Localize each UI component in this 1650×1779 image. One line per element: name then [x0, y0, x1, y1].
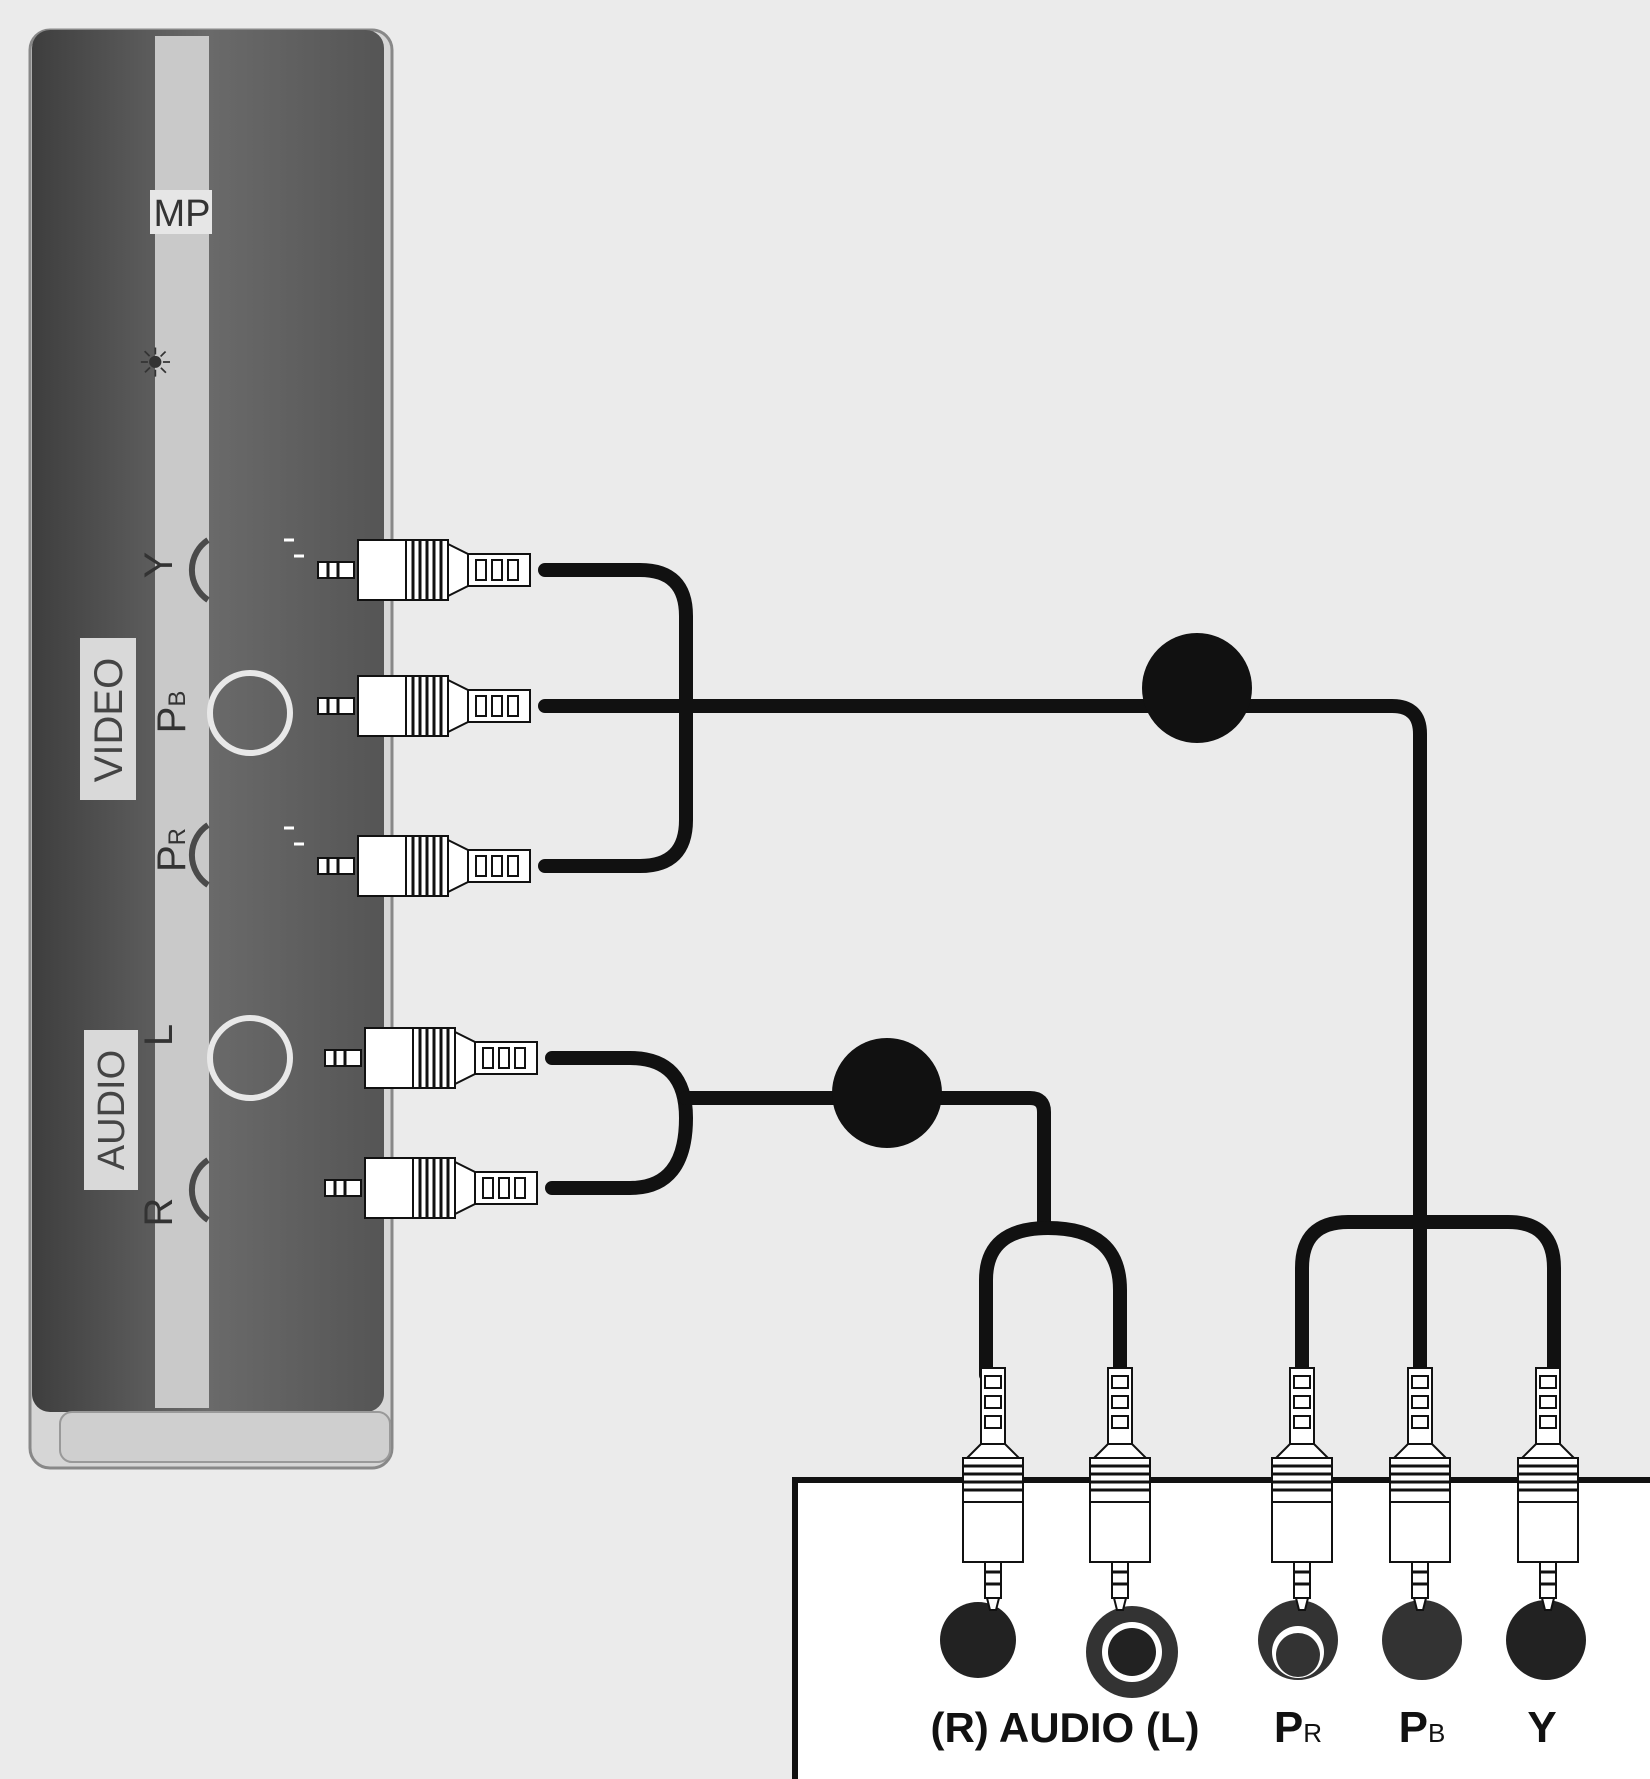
- source-jack-pb[interactable]: [1382, 1600, 1462, 1680]
- jack-label-pr: PR: [150, 828, 194, 872]
- jack-l-socket[interactable]: [207, 1015, 293, 1101]
- audio-cable-junction: [832, 1038, 942, 1148]
- jack-label-r: R: [137, 1198, 181, 1227]
- jack-label-l: L: [137, 1024, 181, 1046]
- source-pb-label: PB: [1399, 1703, 1446, 1752]
- jack-y-socket[interactable]: [188, 537, 210, 603]
- jack-r-socket[interactable]: [188, 1157, 210, 1223]
- jack-label-y: Y: [137, 552, 181, 579]
- jack-pr-socket[interactable]: [188, 822, 210, 888]
- panel-symbol-icon: ☀: [135, 344, 179, 380]
- component-video-cable: [538, 563, 1561, 1382]
- video-cable-junction: [1142, 633, 1252, 743]
- jack-pb-socket[interactable]: [207, 670, 293, 756]
- source-audio-label: (R) AUDIO (L): [930, 1704, 1199, 1751]
- audio-group-label: AUDIO: [84, 1030, 138, 1190]
- jack-label-pb: PB: [150, 691, 194, 734]
- source-device-panel: (R) AUDIO (L) PR PB Y: [792, 1477, 1650, 1779]
- svg-text:PR: PR: [150, 828, 194, 872]
- source-jack-audio-r[interactable]: [940, 1602, 1016, 1678]
- svg-text:PB: PB: [150, 691, 194, 734]
- panel-top-label: MP: [154, 193, 211, 235]
- source-jack-y[interactable]: [1506, 1600, 1586, 1680]
- source-pr-label: PR: [1274, 1703, 1322, 1752]
- device-side-panel: MP ☀ VIDEO AUDIO Y PB PR L R: [28, 28, 394, 1470]
- video-group-label: VIDEO: [80, 638, 136, 800]
- audio-cable: [545, 1038, 1127, 1382]
- svg-text:VIDEO: VIDEO: [87, 658, 131, 782]
- jack-tick-marks: [284, 538, 304, 846]
- svg-text:AUDIO: AUDIO: [91, 1050, 133, 1170]
- panel-label-strip: [155, 36, 209, 1408]
- source-y-label: Y: [1527, 1703, 1556, 1752]
